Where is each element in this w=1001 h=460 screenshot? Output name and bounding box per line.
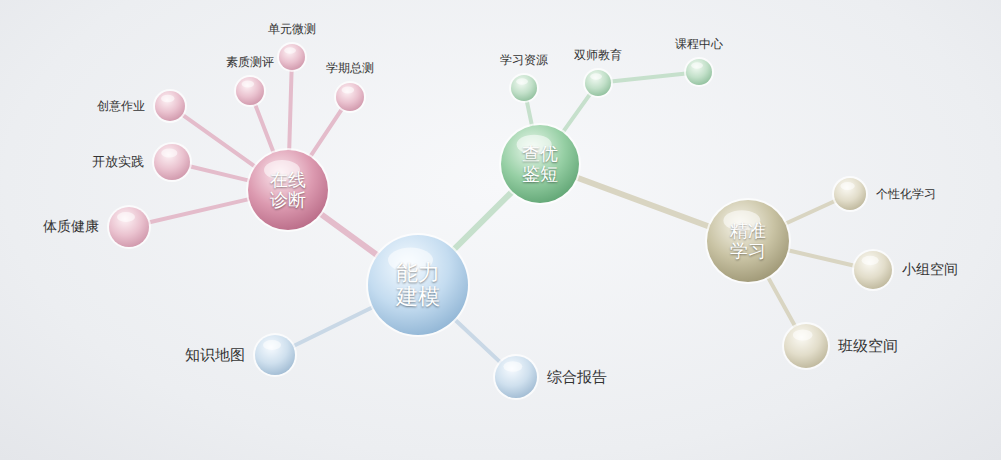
item-sphere: 学期总测 <box>336 83 364 111</box>
sphere-shape <box>495 356 537 398</box>
sphere-shape <box>585 70 611 96</box>
connector-line <box>577 178 710 227</box>
item-sphere: 开放实践 <box>154 144 190 180</box>
connector-line <box>785 201 835 224</box>
core-label-wrap: 精准 学习 <box>707 200 789 282</box>
core-label-wrap: 在线 诊断 <box>248 150 328 230</box>
connector-line <box>768 277 796 327</box>
item-label: 创意作业 <box>97 98 145 115</box>
sphere-shape <box>236 77 264 105</box>
item-label: 学习资源 <box>500 52 548 69</box>
core-sphere: 在线 诊断 <box>248 150 328 230</box>
item-sphere: 双师教育 <box>585 70 611 96</box>
item-label: 开放实践 <box>92 153 144 171</box>
sphere-shape <box>784 324 828 368</box>
sphere-shape <box>336 83 364 111</box>
connector-line <box>293 307 373 346</box>
connector-line <box>289 70 291 150</box>
item-sphere: 综合报告 <box>495 356 537 398</box>
item-sphere: 小组空间 <box>854 251 892 289</box>
core-label: 能力 建模 <box>393 261 444 309</box>
sphere-shape <box>154 144 190 180</box>
item-label: 体质健康 <box>43 218 99 236</box>
sphere-shape <box>854 251 892 289</box>
core-sphere: 查优 鉴短 <box>501 125 579 203</box>
sphere-shape <box>834 178 866 210</box>
item-sphere: 单元微测 <box>279 44 305 70</box>
item-sphere: 课程中心 <box>686 59 712 85</box>
connector-line <box>563 94 591 133</box>
core-label: 查优 鉴短 <box>519 144 560 184</box>
item-label: 知识地图 <box>185 346 245 365</box>
item-sphere: 个性化学习 <box>834 178 866 210</box>
sphere-shape <box>686 59 712 85</box>
item-label: 单元微测 <box>268 21 316 38</box>
item-label: 素质测评 <box>226 54 274 71</box>
connector-line <box>149 199 250 222</box>
core-label: 精准 学习 <box>727 221 768 261</box>
item-label: 综合报告 <box>547 368 607 387</box>
core-label: 在线 诊断 <box>267 170 308 210</box>
connector-line <box>310 109 342 157</box>
connector-line <box>454 192 513 250</box>
core-sphere: 能力 建模 <box>368 235 468 335</box>
connector-line <box>527 101 532 126</box>
connector-line <box>455 319 501 362</box>
core-label-wrap: 查优 鉴短 <box>501 125 579 203</box>
item-sphere: 知识地图 <box>255 335 295 375</box>
core-label-wrap: 能力 建模 <box>368 235 468 335</box>
item-sphere: 素质测评 <box>236 77 264 105</box>
connector-line <box>320 214 377 256</box>
connector-line <box>255 104 274 153</box>
sphere-shape <box>511 75 537 101</box>
sphere-shape <box>109 207 149 247</box>
item-label: 学期总测 <box>326 60 374 77</box>
item-label: 个性化学习 <box>876 186 936 203</box>
item-label: 班级空间 <box>838 337 898 356</box>
sphere-shape <box>279 44 305 70</box>
sphere-shape <box>155 91 185 121</box>
item-sphere: 学习资源 <box>511 75 537 101</box>
item-label: 课程中心 <box>675 36 723 53</box>
item-sphere: 创意作业 <box>155 91 185 121</box>
connector-line <box>182 115 255 167</box>
sphere-shape <box>255 335 295 375</box>
item-sphere: 班级空间 <box>784 324 828 368</box>
core-sphere: 精准 学习 <box>707 200 789 282</box>
item-label: 小组空间 <box>902 261 958 279</box>
item-sphere: 体质健康 <box>109 207 149 247</box>
connector-line <box>190 166 250 180</box>
connector-line <box>611 73 686 81</box>
item-label: 双师教育 <box>574 47 622 64</box>
connector-line <box>788 250 855 265</box>
